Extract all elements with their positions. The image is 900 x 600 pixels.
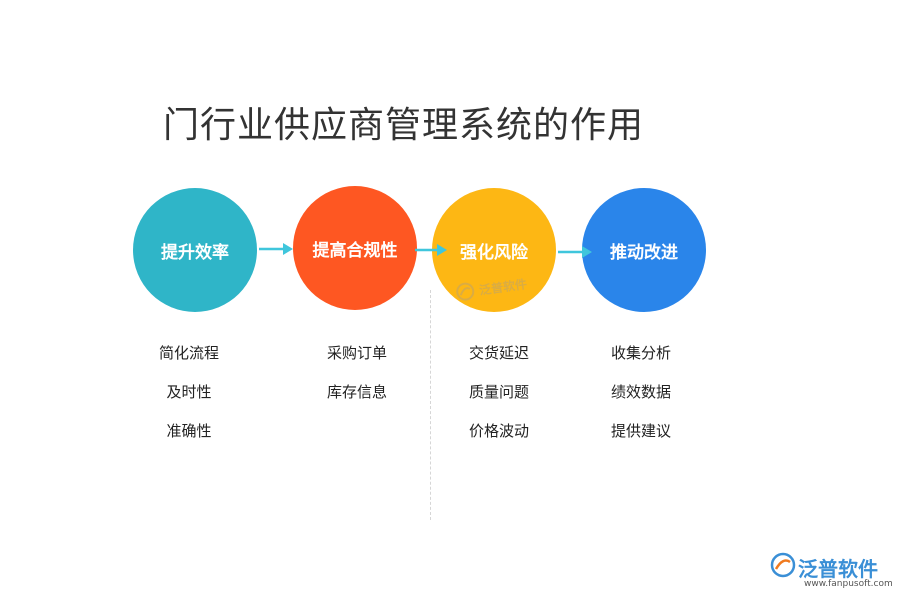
step-circle-improvement: 推动改进 <box>582 188 706 312</box>
list-item: 及时性 <box>166 383 212 401</box>
divider-line <box>430 290 431 520</box>
list-item: 准确性 <box>166 422 212 440</box>
list-item: 简化流程 <box>158 344 219 362</box>
page-title: 门行业供应商管理系统的作用 <box>163 105 645 146</box>
step-label-efficiency: 提升效率 <box>161 242 229 263</box>
list-item: 库存信息 <box>326 383 387 401</box>
arrow-right-icon <box>259 243 293 255</box>
watermark: 泛普软件 <box>454 273 528 303</box>
fanpu-logo-icon <box>770 552 796 578</box>
step-circle-compliance: 提高合规性 <box>293 186 417 310</box>
arrow-right-icon <box>415 244 447 256</box>
arrow-right-icon <box>558 246 592 258</box>
step-label-improvement: 推动改进 <box>610 242 678 263</box>
list-item: 绩效数据 <box>610 383 671 401</box>
step-circle-risk: 强化风险 <box>432 188 556 312</box>
list-item: 交货延迟 <box>468 344 529 362</box>
list-item: 采购订单 <box>326 344 387 362</box>
list-item: 收集分析 <box>610 344 671 362</box>
step-label-risk: 强化风险 <box>460 242 528 263</box>
logo-url: www.fanpusoft.com <box>804 579 893 589</box>
logo-name: 泛普软件 <box>798 557 878 581</box>
step-circle-efficiency: 提升效率 <box>133 188 257 312</box>
brand-logo: 泛普软件 www.fanpusoft.com <box>770 552 893 592</box>
list-item: 质量问题 <box>468 383 529 401</box>
fanpu-logo-icon <box>456 282 475 301</box>
list-item: 提供建议 <box>610 422 671 440</box>
list-item: 价格波动 <box>468 422 529 440</box>
step-label-compliance: 提高合规性 <box>312 240 398 261</box>
